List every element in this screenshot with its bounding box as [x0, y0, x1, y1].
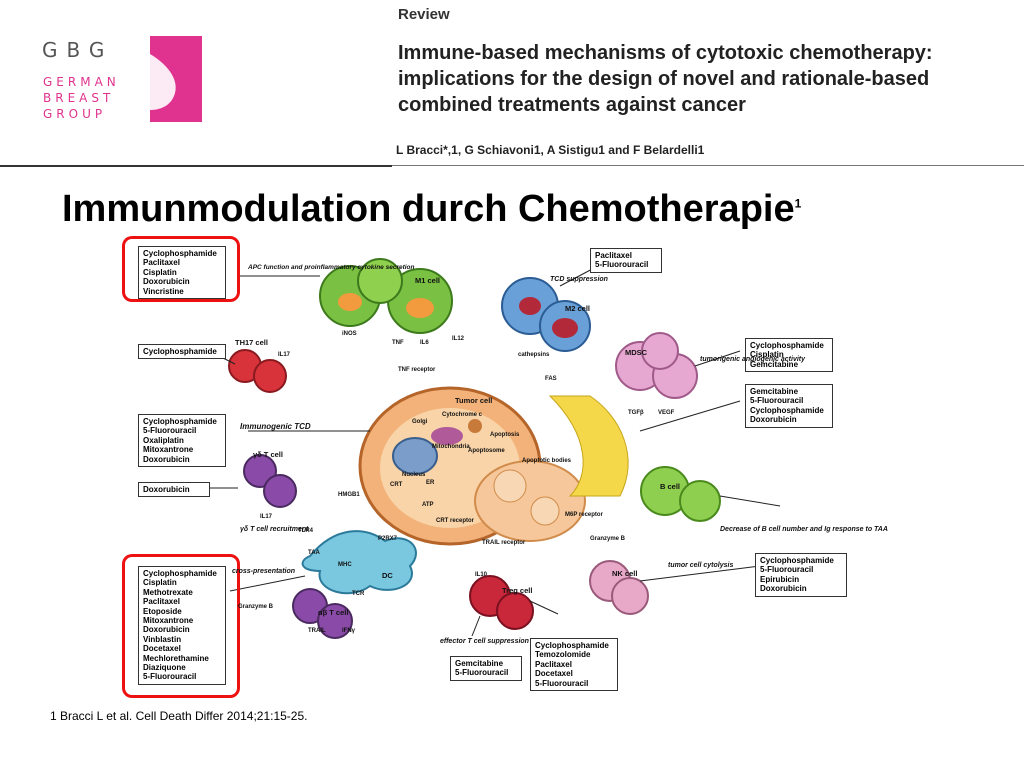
label-apoptosome: Apoptosome — [468, 448, 505, 454]
label-il17-gd: IL17 — [260, 514, 273, 520]
label-cytochrome-c: Cytochrome c — [442, 412, 483, 418]
label-tumor-cell: Tumor cell — [455, 396, 493, 405]
mitochondria-shape — [431, 427, 463, 445]
label-mdsc: MDSC — [625, 348, 648, 357]
slide-title-text: Immunmodulation durch Chemotherapie — [62, 188, 795, 230]
label-crt-receptor: CRT receptor — [436, 518, 475, 524]
dc-shape — [301, 530, 417, 595]
label-taa: TAA — [308, 550, 320, 556]
label-apc-function: APC function and proinflammatory cytokin… — [248, 264, 415, 271]
drug-box-mdsc: Cyclophosphamide Cisplatin Gemcitabine — [745, 338, 833, 373]
drug-box-treg-2: Cyclophosphamide Temozolomide Paclitaxel… — [530, 638, 618, 692]
highlight-frame-apc — [122, 236, 240, 302]
logo-abbreviation: GBG — [42, 38, 114, 62]
label-granzyme-b-2: Granzyme B — [238, 604, 274, 610]
label-m2-cell: M2 cell — [565, 304, 591, 313]
label-atp: ATP — [422, 502, 434, 508]
bcell-inhibit-line — [719, 495, 781, 507]
mdsc-inhibit-line — [694, 350, 741, 367]
review-label: Review — [398, 6, 450, 23]
drug-box-apc: Cyclophosphamide Paclitaxel Cisplatin Do… — [138, 246, 226, 300]
drug-box-gd: Doxorubicin — [138, 482, 210, 498]
label-cathepsins: cathepsins — [518, 352, 550, 358]
label-m1-cell: M1 cell — [415, 276, 441, 285]
label-dc: DC — [382, 571, 393, 580]
treg-inhibit-line-1 — [471, 615, 481, 637]
logo-line-1: GERMAN — [43, 75, 120, 89]
label-effector-suppression: effector T cell suppression — [440, 638, 529, 645]
paper-title: Immune-based mechanisms of cytotoxic che… — [398, 42, 933, 116]
treg-inhibit-line-2 — [529, 600, 559, 615]
vessel-shape — [548, 395, 629, 497]
label-golgi: Golgi — [412, 419, 428, 425]
label-immunogenic-tcd: Immunogenic TCD — [240, 422, 311, 431]
label-trail-receptor: TRAIL receptor — [482, 540, 526, 546]
label-trail: TRAIL — [308, 628, 326, 634]
label-tlr4: TLR4 — [298, 528, 313, 534]
label-bcell-decrease: Decrease of B cell number and Ig respons… — [720, 526, 888, 533]
label-vegf: VEGF — [658, 410, 675, 416]
label-er: ER — [426, 480, 435, 486]
label-th17-cell: TH17 cell — [235, 338, 268, 347]
label-b-cell: B cell — [660, 482, 681, 491]
label-cross-presentation: cross-presentation — [232, 568, 296, 575]
drug-box-m2: Paclitaxel 5-Fluorouracil — [590, 248, 662, 273]
drug-box-treg-1: Gemcitabine 5-Fluorouracil — [450, 656, 522, 681]
nucleus-shape — [392, 437, 438, 475]
label-tcd-suppression: TCD suppression — [550, 276, 608, 283]
label-tumor-cytolysis: tumor cell cytolysis — [668, 562, 734, 569]
label-gd-recruitment: γδ T cell recruitment — [240, 526, 309, 533]
nk-arrow — [639, 565, 761, 582]
immunomodulation-diagram: Cyclophosphamide Paclitaxel Cisplatin Do… — [120, 236, 888, 698]
drug-box-cross: Cyclophosphamide Cisplatin Methotrexate … — [138, 566, 226, 685]
label-granzyme-b: Granzyme B — [590, 536, 626, 542]
label-inos: iNOS — [342, 331, 357, 337]
label-ab-t-cell: αβ T cell — [318, 608, 349, 617]
label-il12: IL12 — [452, 336, 465, 342]
label-tnf-receptor: TNF receptor — [398, 367, 436, 373]
label-hmgb1: HMGB1 — [338, 492, 360, 498]
gbg-logo: GBG GERMAN BREAST GROUP — [38, 32, 208, 132]
slide-title-footnote-ref: 1 — [794, 196, 802, 211]
label-m6p-receptor: M6P receptor — [565, 512, 603, 518]
drug-box-th17: Cyclophosphamide — [138, 344, 226, 360]
label-gd-t-cell: γδ T cell — [253, 450, 283, 459]
slide-title: Immunmodulation durch Chemotherapie1 — [62, 188, 801, 231]
label-tcr: TCR — [352, 591, 365, 597]
label-mhc: MHC — [338, 562, 352, 568]
label-tnf: TNF — [392, 340, 404, 346]
label-apoptotic-bodies: Apoptotic bodies — [522, 458, 571, 464]
header-divider — [0, 165, 392, 167]
label-nucleus: Nucleus — [402, 472, 426, 478]
drug-box-tcd: Cyclophosphamide 5-Fluorouracil Oxalipla… — [138, 414, 226, 468]
drug-box-tgf: Gemcitabine 5-Fluorouracil Cyclophospham… — [745, 384, 833, 428]
label-il17-th17: IL17 — [278, 352, 291, 358]
label-tumorigenic: tumorigenic angiogenic activity — [700, 356, 806, 363]
header-divider-right — [392, 165, 1024, 166]
apoptosome-shape — [468, 419, 482, 433]
label-fas: FAS — [545, 376, 557, 382]
label-p2rx7: P2RX7 — [378, 536, 398, 542]
logo-breast-mark — [150, 36, 202, 122]
label-crt: CRT — [390, 482, 403, 488]
apoptotic-bodies-shape — [474, 460, 586, 542]
label-il10: IL10 — [475, 572, 488, 578]
logo-line-3: GROUP — [43, 107, 107, 121]
drug-box-nk: Cyclophosphamide 5-Fluorouracil Epirubic… — [755, 553, 847, 597]
tgf-inhibit-line — [639, 400, 741, 432]
highlight-frame-cross — [122, 554, 240, 698]
label-apoptosis: Apoptosis — [490, 432, 520, 438]
footnote-reference: 1 Bracci L et al. Cell Death Differ 2014… — [50, 709, 308, 723]
label-il6: IL6 — [420, 340, 429, 346]
label-nk-cell: NK cell — [612, 569, 638, 578]
logo-line-2: BREAST — [43, 91, 115, 105]
label-ifn-gamma: IFNγ — [342, 628, 356, 634]
paper-authors: L Bracci*,1, G Schiavoni1, A Sistigu1 an… — [396, 143, 705, 157]
label-tgfb: TGFβ — [628, 410, 644, 416]
label-treg-cell: Treg cell — [502, 586, 533, 595]
diagram-graphics — [202, 258, 781, 639]
label-mitochondria: Mitochondria — [432, 444, 470, 450]
cross-arrow — [229, 575, 306, 592]
